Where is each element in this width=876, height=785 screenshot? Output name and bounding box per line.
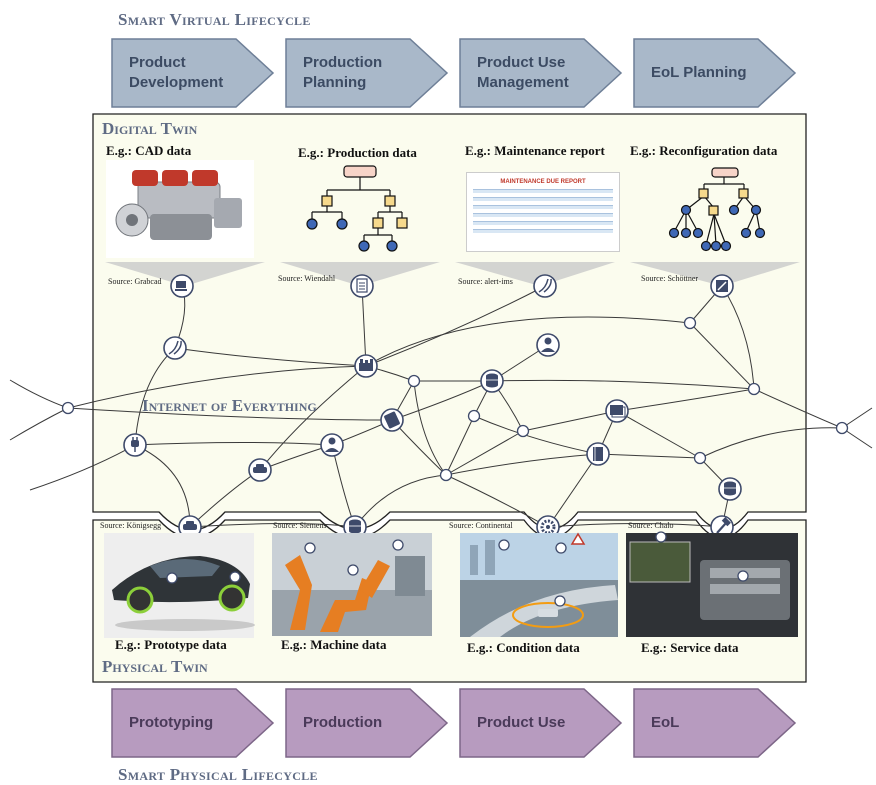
laptop-icon bbox=[170, 274, 194, 298]
cad-engine-image bbox=[106, 160, 254, 258]
projection-cad bbox=[105, 262, 265, 286]
card-title-service: E.g.: Service data bbox=[641, 640, 739, 655]
machine-robot-image bbox=[272, 533, 432, 636]
maintenance-report-image: MAINTENANCE DUE REPORT bbox=[466, 172, 620, 252]
source-cad: Source: Grabcad bbox=[108, 277, 162, 286]
hammer-icon bbox=[710, 515, 734, 539]
card-title-machine: E.g.: Machine data bbox=[281, 637, 387, 652]
card-title-cad: E.g.: CAD data bbox=[106, 143, 192, 158]
phase-label-line1: EoL Planning bbox=[651, 64, 747, 81]
caliper-icon bbox=[163, 336, 187, 360]
phase-eol: EoL bbox=[633, 688, 797, 758]
source-maintenance: Source: alert-ims bbox=[458, 277, 513, 286]
card-title-production: E.g.: Production data bbox=[298, 145, 417, 160]
person-icon bbox=[320, 433, 344, 457]
phase-eol-planning: EoL Planning bbox=[633, 38, 797, 108]
condition-road-image bbox=[460, 532, 618, 637]
digital-twin-label: Digital Twin bbox=[102, 119, 198, 138]
physical-lifecycle-heading: Smart Physical Lifecycle bbox=[118, 765, 318, 784]
report-title: MAINTENANCE DUE REPORT bbox=[500, 179, 586, 185]
plug-icon bbox=[123, 433, 147, 457]
phase-label-line2: Planning bbox=[303, 74, 367, 91]
caliper-icon bbox=[533, 274, 557, 298]
source-condition: Source: Continental bbox=[449, 521, 513, 530]
book-icon bbox=[586, 442, 610, 466]
person-icon bbox=[536, 333, 560, 357]
prototype-car-image bbox=[104, 533, 255, 638]
database-icon bbox=[480, 369, 504, 393]
card-title-prototype: E.g.: Prototype data bbox=[115, 637, 227, 652]
phase-label-line1: Product bbox=[129, 54, 186, 71]
projection-maintenance bbox=[455, 262, 615, 286]
phase-label: Product Use bbox=[477, 714, 566, 731]
note-icon bbox=[710, 274, 734, 298]
source-prototype: Source: Königsegg bbox=[100, 521, 162, 530]
source-reconfiguration: Source: Schöttner bbox=[641, 274, 699, 283]
phase-label: Production bbox=[303, 714, 383, 731]
source-service: Source: Chalo bbox=[628, 521, 674, 530]
virtual-lifecycle-heading: Smart Virtual Lifecycle bbox=[118, 10, 311, 29]
phase-label-line1: Production bbox=[303, 54, 383, 71]
projection-reconfiguration bbox=[630, 262, 800, 286]
source-machine: Source: Siemens bbox=[273, 521, 327, 530]
internet-of-everything-label: Internet of Everything bbox=[142, 396, 317, 415]
production-data-tree bbox=[306, 165, 408, 252]
card-title-reconfiguration: E.g.: Reconfiguration data bbox=[630, 143, 778, 158]
phase-label-line1: Product Use bbox=[477, 54, 566, 71]
card-title-condition: E.g.: Condition data bbox=[467, 640, 580, 655]
phase-label-line2: Development bbox=[129, 74, 224, 91]
factory-icon bbox=[354, 354, 378, 378]
phase-label: Prototyping bbox=[129, 714, 214, 731]
service-engine-image bbox=[626, 531, 798, 637]
card-title-maintenance: E.g.: Maintenance report bbox=[465, 143, 605, 158]
database-icon bbox=[343, 515, 367, 539]
monitor-icon bbox=[605, 399, 629, 423]
tablet-icon bbox=[380, 408, 404, 432]
phase-label: EoL bbox=[651, 714, 680, 731]
car-icon bbox=[248, 458, 272, 482]
reconfiguration-data-tree bbox=[668, 167, 766, 252]
phase-production: Production bbox=[285, 688, 449, 758]
physical-twin-label: Physical Twin bbox=[102, 657, 208, 676]
car-icon bbox=[178, 515, 202, 539]
database-icon bbox=[718, 477, 742, 501]
phase-product-use: Product Use bbox=[459, 688, 623, 758]
phase-label-line2: Management bbox=[477, 74, 569, 91]
projection-production bbox=[280, 262, 440, 286]
source-production: Source: Wiendahl bbox=[278, 274, 336, 283]
phase-prototyping: Prototyping bbox=[111, 688, 275, 758]
network-small-nodes bbox=[61, 316, 849, 482]
document-icon bbox=[350, 274, 374, 298]
